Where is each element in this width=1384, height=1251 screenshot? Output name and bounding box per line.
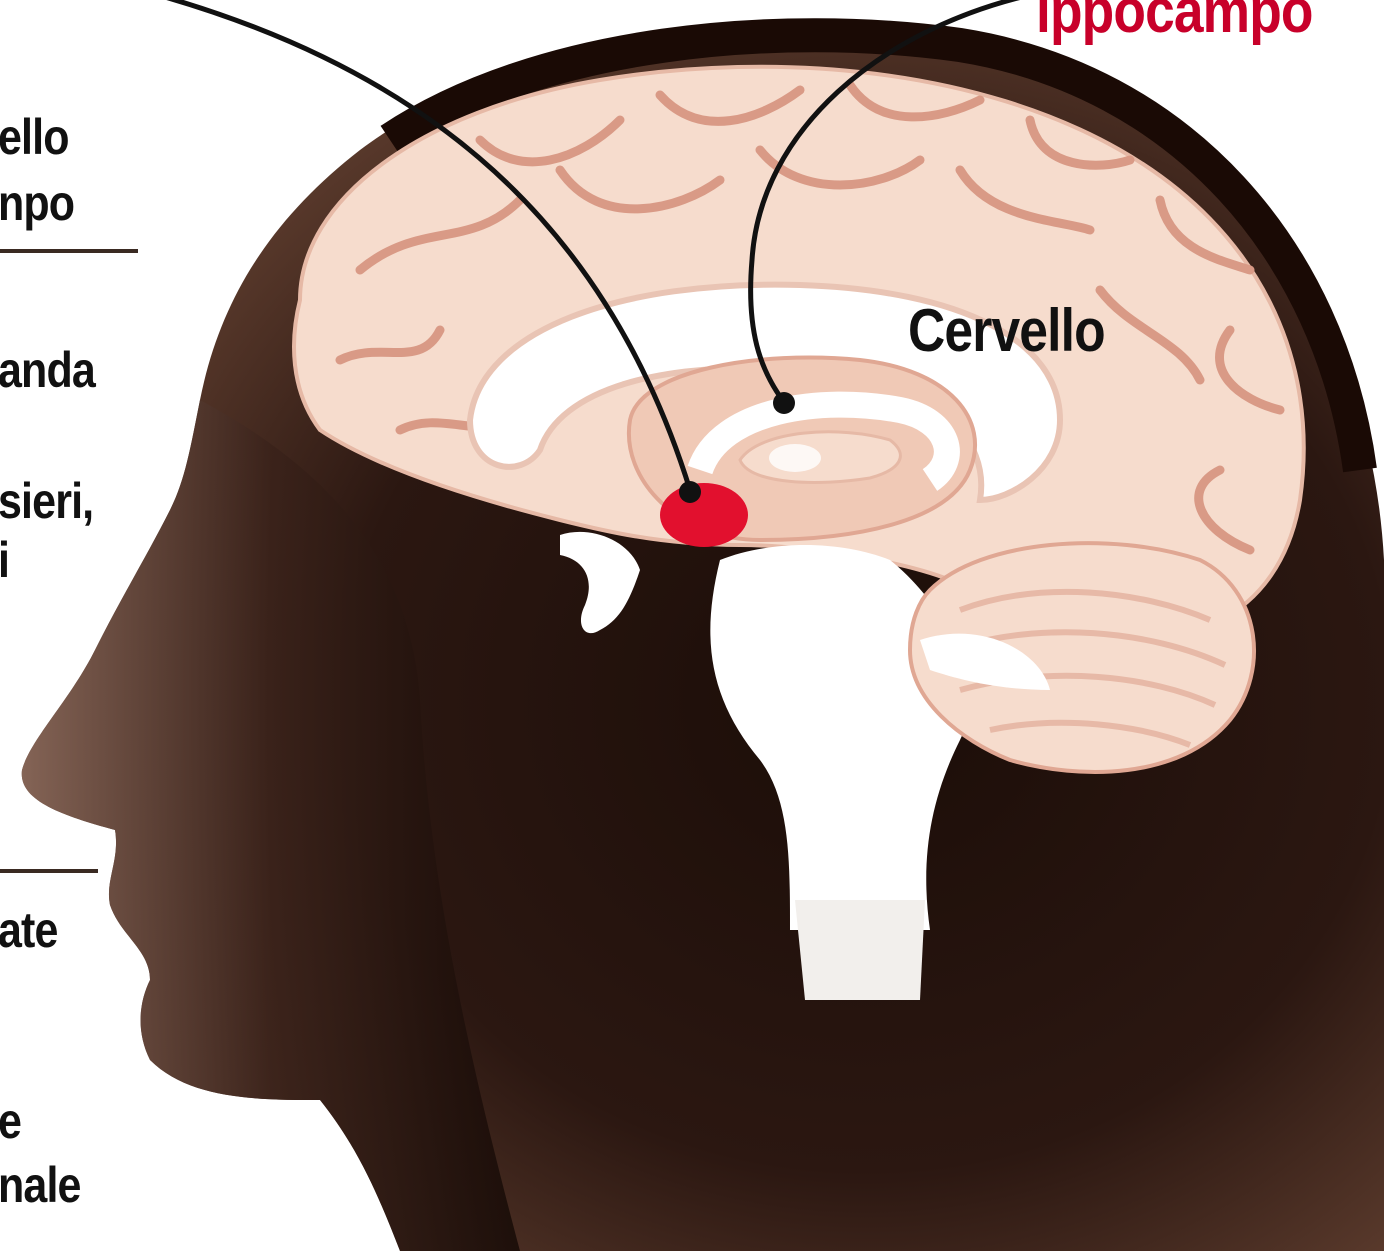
- left-text-4: sieri,: [0, 476, 93, 526]
- hippocampus-marker-icon: [773, 392, 795, 414]
- left-text-1: ello: [0, 112, 69, 162]
- label-cervello: Cervello: [908, 296, 1105, 365]
- left-text-6: ate: [0, 905, 58, 955]
- left-text-2: npo: [0, 178, 74, 228]
- pineal-region: [769, 444, 821, 472]
- left-text-3: anda: [0, 345, 95, 395]
- label-ippocampo: ippocampo: [1036, 0, 1313, 47]
- amygdala-region: [660, 483, 748, 547]
- left-text-5: i: [0, 535, 9, 585]
- amygdala-marker-icon: [679, 481, 701, 503]
- left-text-7: e: [0, 1096, 21, 1146]
- spinal-cord: [795, 900, 925, 1000]
- left-text-8: nale: [0, 1160, 81, 1210]
